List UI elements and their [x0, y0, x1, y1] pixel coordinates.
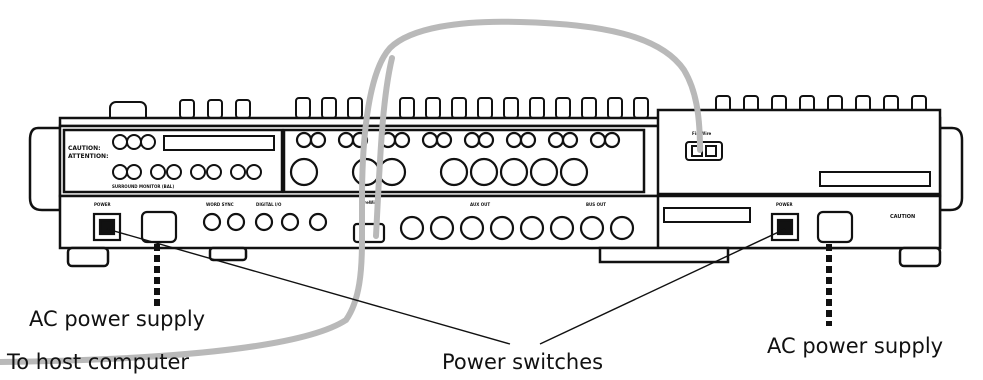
power-label-right: POWER: [776, 202, 793, 207]
jack: [246, 164, 262, 180]
jack: [190, 164, 206, 180]
knob: [581, 97, 597, 119]
xlr-jack: [559, 157, 589, 187]
ac-inlet-left: [140, 210, 178, 244]
label-plate: [819, 171, 931, 187]
bnc-jack: [202, 212, 222, 232]
jack: [463, 131, 481, 149]
caution-box-label: CAUTION: [890, 214, 915, 220]
host-computer-label: To host computer: [7, 350, 190, 374]
knob: [425, 97, 441, 119]
knob: [295, 97, 311, 119]
optical-jack: [280, 212, 300, 232]
jack: [230, 164, 246, 180]
label-plate: [663, 207, 751, 223]
xlr-jack: [499, 157, 529, 187]
jack: [112, 164, 128, 180]
output-jack: [399, 215, 425, 241]
jack: [505, 131, 523, 149]
output-jack: [429, 215, 455, 241]
output-jack: [579, 215, 605, 241]
left-end-cap: [28, 126, 62, 212]
output-jack: [609, 215, 635, 241]
xlr-jack: [469, 157, 499, 187]
knob: [347, 97, 363, 119]
foot-right: [898, 246, 942, 268]
jack: [421, 131, 439, 149]
power-switches-label: Power switches: [442, 350, 604, 374]
knob: [607, 97, 623, 119]
jack: [112, 134, 128, 150]
jack: [337, 131, 355, 149]
firewire-cable-link: [373, 55, 395, 239]
aux-out-label: AUX OUT: [470, 202, 490, 207]
knob: [179, 99, 195, 119]
word-sync-label: WORD SYNC: [206, 202, 234, 207]
jack: [309, 131, 327, 149]
jack: [126, 164, 142, 180]
jack: [435, 131, 453, 149]
xlr-jack: [529, 157, 559, 187]
knob: [633, 97, 649, 119]
jack: [140, 134, 156, 150]
knob: [207, 99, 223, 119]
output-jack: [549, 215, 575, 241]
firewire-cable-host: [0, 18, 703, 365]
power-switch-rocker: [98, 218, 116, 236]
ac-power-label-left: AC power supply: [29, 307, 206, 331]
jack: [561, 131, 579, 149]
knob: [555, 97, 571, 119]
caution-text: CAUTION:: [68, 145, 101, 152]
foot-left-2: [208, 246, 248, 262]
surround-monitor-label: SURROUND MONITOR (BAL): [112, 184, 174, 189]
xlr-jack: [351, 157, 381, 187]
output-jack: [489, 215, 515, 241]
leader-line-left: [106, 228, 511, 345]
jack: [547, 131, 565, 149]
lower-connectors: [92, 210, 854, 244]
monitor-jacks: [112, 134, 275, 180]
optical-jack: [254, 212, 274, 232]
jack: [589, 131, 607, 149]
xlr-jack: [289, 157, 319, 187]
knob: [235, 99, 251, 119]
ac-power-label-right: AC power supply: [767, 334, 944, 358]
port: [705, 145, 717, 157]
knob: [503, 97, 519, 119]
output-jack: [519, 215, 545, 241]
knob: [451, 97, 467, 119]
bnc-jack: [226, 212, 246, 232]
chassis-foot-center: [598, 246, 730, 264]
jack: [150, 164, 166, 180]
label-plate: [163, 135, 275, 151]
knob: [529, 97, 545, 119]
knob: [321, 97, 337, 119]
coax-jack: [308, 212, 328, 232]
leader-line-right: [539, 228, 786, 345]
jack: [603, 131, 621, 149]
attention-text: ATTENTION:: [68, 153, 108, 160]
ac-inlet-right: [816, 210, 854, 244]
jack: [519, 131, 537, 149]
knob: [399, 97, 415, 119]
jack: [295, 131, 313, 149]
jack: [206, 164, 222, 180]
firewire-label-left: FireWire: [360, 200, 380, 205]
jack: [393, 131, 411, 149]
jack: [477, 131, 495, 149]
digital-io-label: DIGITAL I/O: [256, 202, 282, 207]
knob: [477, 97, 493, 119]
right-end-cap: [938, 126, 964, 212]
xlr-jack: [439, 157, 469, 187]
jack: [126, 134, 142, 150]
firewire-ports-left: [352, 222, 386, 244]
foot-left: [66, 246, 110, 268]
power-label-left: POWER: [94, 202, 111, 207]
bus-out-label: BUS OUT: [586, 202, 606, 207]
jack: [166, 164, 182, 180]
output-jack: [459, 215, 485, 241]
expansion-details: [663, 141, 931, 223]
